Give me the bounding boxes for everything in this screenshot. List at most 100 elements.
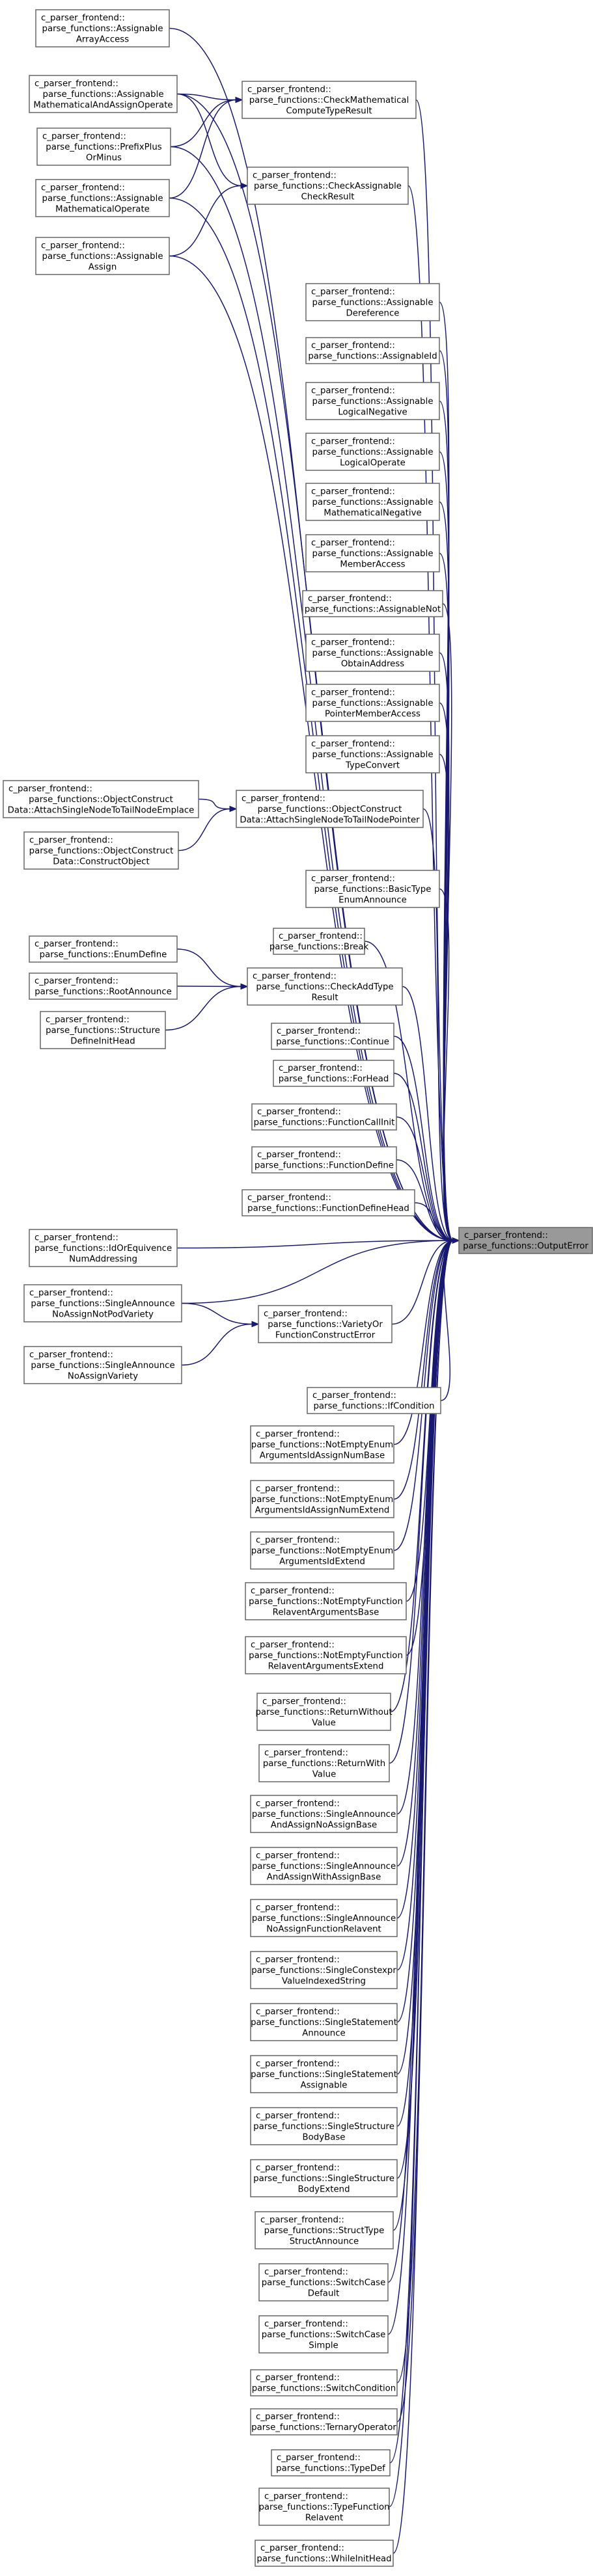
node-break[interactable]: c_parser_frontend::parse_functions::Brea…: [269, 928, 369, 955]
node-box: [236, 790, 424, 828]
node-assignable-not[interactable]: c_parser_frontend::parse_functions::Assi…: [302, 590, 443, 617]
node-label-line: EnumAnnounce: [338, 895, 407, 905]
node-assignable-member-access[interactable]: c_parser_frontend::parse_functions::Assi…: [305, 534, 440, 572]
node-switch-case-simple[interactable]: c_parser_frontend::parse_functions::Swit…: [258, 2315, 389, 2354]
edge-line: [422, 808, 454, 1241]
node-enum-define[interactable]: c_parser_frontend::parse_functions::Enum…: [29, 935, 178, 963]
node-check-add-type-result[interactable]: c_parser_frontend::parse_functions::Chec…: [247, 967, 403, 1006]
node-label-line: parse_functions::CheckAssignable: [254, 181, 402, 191]
node-label-line: parse_functions::Assignable: [312, 397, 434, 407]
node-label-line: c_parser_frontend::: [256, 1851, 340, 1860]
node-label-line: parse_functions::SingleAnnounce: [252, 1810, 396, 1819]
node-box: [305, 382, 440, 420]
node-not-empty-enum-num-extend[interactable]: c_parser_frontend::parse_functions::NotE…: [250, 1480, 394, 1518]
node-function-define-head[interactable]: c_parser_frontend::parse_functions::Func…: [241, 1189, 415, 1216]
node-object-construct-pointer[interactable]: c_parser_frontend::parse_functions::Obje…: [236, 790, 424, 828]
node-label-line: TypeConvert: [345, 760, 400, 770]
node-assignable-obtain-address[interactable]: c_parser_frontend::parse_functions::Assi…: [305, 634, 440, 672]
node-object-construct-emplace[interactable]: c_parser_frontend::parse_functions::Obje…: [3, 780, 199, 818]
node-struct-type-struct-announce[interactable]: c_parser_frontend::parse_functions::Stru…: [255, 2211, 394, 2249]
node-label-line: ValueIndexedString: [282, 1976, 366, 1986]
edge-single-announce-no-assign-not-pod-to-variety-or-function-construct-error: [181, 1302, 260, 1328]
node-ternary-operator[interactable]: c_parser_frontend::parse_functions::Tern…: [250, 2408, 398, 2435]
edge-line: [389, 1240, 454, 2508]
node-box: [255, 2540, 394, 2567]
node-check-assignable-check[interactable]: c_parser_frontend::parse_functions::Chec…: [247, 167, 409, 205]
node-label-line: parse_functions::NotEmptyFunction: [249, 1597, 403, 1607]
node-if-condition[interactable]: c_parser_frontend::parse_functions::IfCo…: [307, 1387, 441, 1414]
node-basic-type-enum-announce[interactable]: c_parser_frontend::parse_functions::Basi…: [305, 870, 440, 908]
node-assignable-assign[interactable]: c_parser_frontend::parse_functions::Assi…: [35, 237, 170, 275]
node-object-construct-construct[interactable]: c_parser_frontend::parse_functions::Obje…: [23, 831, 179, 870]
edge-single-announce-no-assign-variety-to-variety-or-function-construct-error: [181, 1321, 260, 1366]
node-function-define[interactable]: c_parser_frontend::parse_functions::Func…: [251, 1146, 397, 1174]
node-label-line: Assignable: [301, 2080, 348, 2090]
node-not-empty-function-base[interactable]: c_parser_frontend::parse_functions::NotE…: [245, 1582, 407, 1620]
node-single-announce-no-assign-not-pod[interactable]: c_parser_frontend::parse_functions::Sing…: [23, 1284, 182, 1322]
node-type-def[interactable]: c_parser_frontend::parse_functions::Type…: [271, 2449, 391, 2476]
node-box: [273, 1060, 394, 1087]
node-box: [245, 1636, 407, 1674]
node-single-announce-no-assign-variety[interactable]: c_parser_frontend::parse_functions::Sing…: [23, 1346, 182, 1384]
node-box: [29, 75, 178, 113]
node-assignable-logical-negative[interactable]: c_parser_frontend::parse_functions::Assi…: [305, 382, 440, 420]
node-label-line: c_parser_frontend::: [311, 538, 395, 548]
node-assignable-pointer-member-access[interactable]: c_parser_frontend::parse_functions::Assi…: [305, 684, 440, 722]
node-assignable-math-negative[interactable]: c_parser_frontend::parse_functions::Assi…: [305, 483, 440, 521]
node-not-empty-enum-id-extend[interactable]: c_parser_frontend::parse_functions::NotE…: [250, 1531, 394, 1570]
node-single-constexpr-indexed-string[interactable]: c_parser_frontend::parse_functions::Sing…: [250, 1951, 398, 1989]
node-single-statement-announce[interactable]: c_parser_frontend::parse_functions::Sing…: [250, 2003, 398, 2041]
node-continue[interactable]: c_parser_frontend::parse_functions::Cont…: [271, 1023, 394, 1050]
node-label-line: c_parser_frontend::: [279, 932, 363, 941]
node-return-with-value[interactable]: c_parser_frontend::parse_functions::Retu…: [258, 1744, 390, 1782]
node-label-line: c_parser_frontend::: [256, 2373, 340, 2383]
edge-line: [414, 1202, 454, 1241]
node-label-line: c_parser_frontend::: [277, 2453, 361, 2463]
node-label-line: c_parser_frontend::: [264, 2491, 348, 2501]
node-single-structure-body-extend[interactable]: c_parser_frontend::parse_functions::Sing…: [250, 2159, 398, 2197]
edge-line: [393, 1240, 454, 2554]
node-check-math-compute-type[interactable]: c_parser_frontend::parse_functions::Chec…: [241, 81, 417, 119]
node-single-statement-assignable[interactable]: c_parser_frontend::parse_functions::Sing…: [250, 2055, 398, 2093]
node-id-or-equivence-num[interactable]: c_parser_frontend::parse_functions::IdOr…: [29, 1229, 178, 1267]
node-label-line: Default: [308, 2288, 340, 2298]
node-single-announce-no-assign-base[interactable]: c_parser_frontend::parse_functions::Sing…: [250, 1795, 398, 1833]
node-function-call-init[interactable]: c_parser_frontend::parse_functions::Func…: [251, 1103, 397, 1131]
node-switch-case-default[interactable]: c_parser_frontend::parse_functions::Swit…: [258, 2263, 389, 2301]
node-structure-define-init-head[interactable]: c_parser_frontend::parse_functions::Stru…: [40, 1011, 166, 1049]
node-single-announce-with-assign-base[interactable]: c_parser_frontend::parse_functions::Sing…: [250, 1847, 398, 1885]
node-assignable-dereference[interactable]: c_parser_frontend::parse_functions::Assi…: [305, 283, 440, 321]
node-box: [250, 2408, 398, 2435]
node-label-line: Relavent: [305, 2513, 343, 2523]
node-root-announce[interactable]: c_parser_frontend::parse_functions::Root…: [29, 973, 178, 1000]
node-assignable-math-operate[interactable]: c_parser_frontend::parse_functions::Assi…: [35, 179, 170, 217]
node-label-line: parse_functions::SingleConstexpr: [251, 1966, 396, 1976]
node-not-empty-enum-base[interactable]: c_parser_frontend::parse_functions::NotE…: [250, 1425, 394, 1464]
node-output-error[interactable]: c_parser_frontend::parse_functions::Outp…: [458, 1227, 593, 1254]
node-assignable-type-convert[interactable]: c_parser_frontend::parse_functions::Assi…: [305, 735, 440, 773]
node-switch-condition[interactable]: c_parser_frontend::parse_functions::Swit…: [250, 2369, 398, 2396]
arrowhead-icon: [229, 805, 238, 812]
edge-line: [176, 948, 242, 987]
node-assignable-array-access[interactable]: c_parser_frontend::parse_functions::Assi…: [35, 9, 170, 47]
node-prefix-plus-or-minus[interactable]: c_parser_frontend::parse_functions::Pref…: [36, 127, 171, 166]
node-single-structure-body-base[interactable]: c_parser_frontend::parse_functions::Sing…: [250, 2107, 398, 2145]
node-type-function-relavent[interactable]: c_parser_frontend::parse_functions::Type…: [258, 2488, 390, 2526]
node-for-head[interactable]: c_parser_frontend::parse_functions::ForH…: [273, 1060, 394, 1087]
node-label-line: c_parser_frontend::: [264, 2267, 348, 2277]
node-label-line: c_parser_frontend::: [312, 1391, 396, 1401]
node-label-line: c_parser_frontend::: [29, 835, 113, 845]
edge-line: [396, 1240, 454, 1815]
node-single-announce-function-relavent[interactable]: c_parser_frontend::parse_functions::Sing…: [250, 1899, 398, 1937]
node-label-line: Value: [312, 1718, 336, 1728]
node-box: [250, 2003, 398, 2041]
node-label-line: parse_functions::AssignableId: [308, 352, 437, 362]
node-variety-or-function-construct-error[interactable]: c_parser_frontend::parse_functions::Vari…: [258, 1305, 393, 1343]
node-assignable-math-and-assign[interactable]: c_parser_frontend::parse_functions::Assi…: [29, 75, 178, 113]
node-not-empty-function-extend[interactable]: c_parser_frontend::parse_functions::NotE…: [245, 1636, 407, 1674]
node-assignable-logical-operate[interactable]: c_parser_frontend::parse_functions::Assi…: [305, 433, 440, 471]
node-while-init-head[interactable]: c_parser_frontend::parse_functions::Whil…: [255, 2540, 394, 2567]
edge-line: [181, 1240, 454, 1304]
node-return-without-value[interactable]: c_parser_frontend::parse_functions::Retu…: [255, 1693, 393, 1731]
node-assignable-id[interactable]: c_parser_frontend::parse_functions::Assi…: [305, 337, 440, 364]
